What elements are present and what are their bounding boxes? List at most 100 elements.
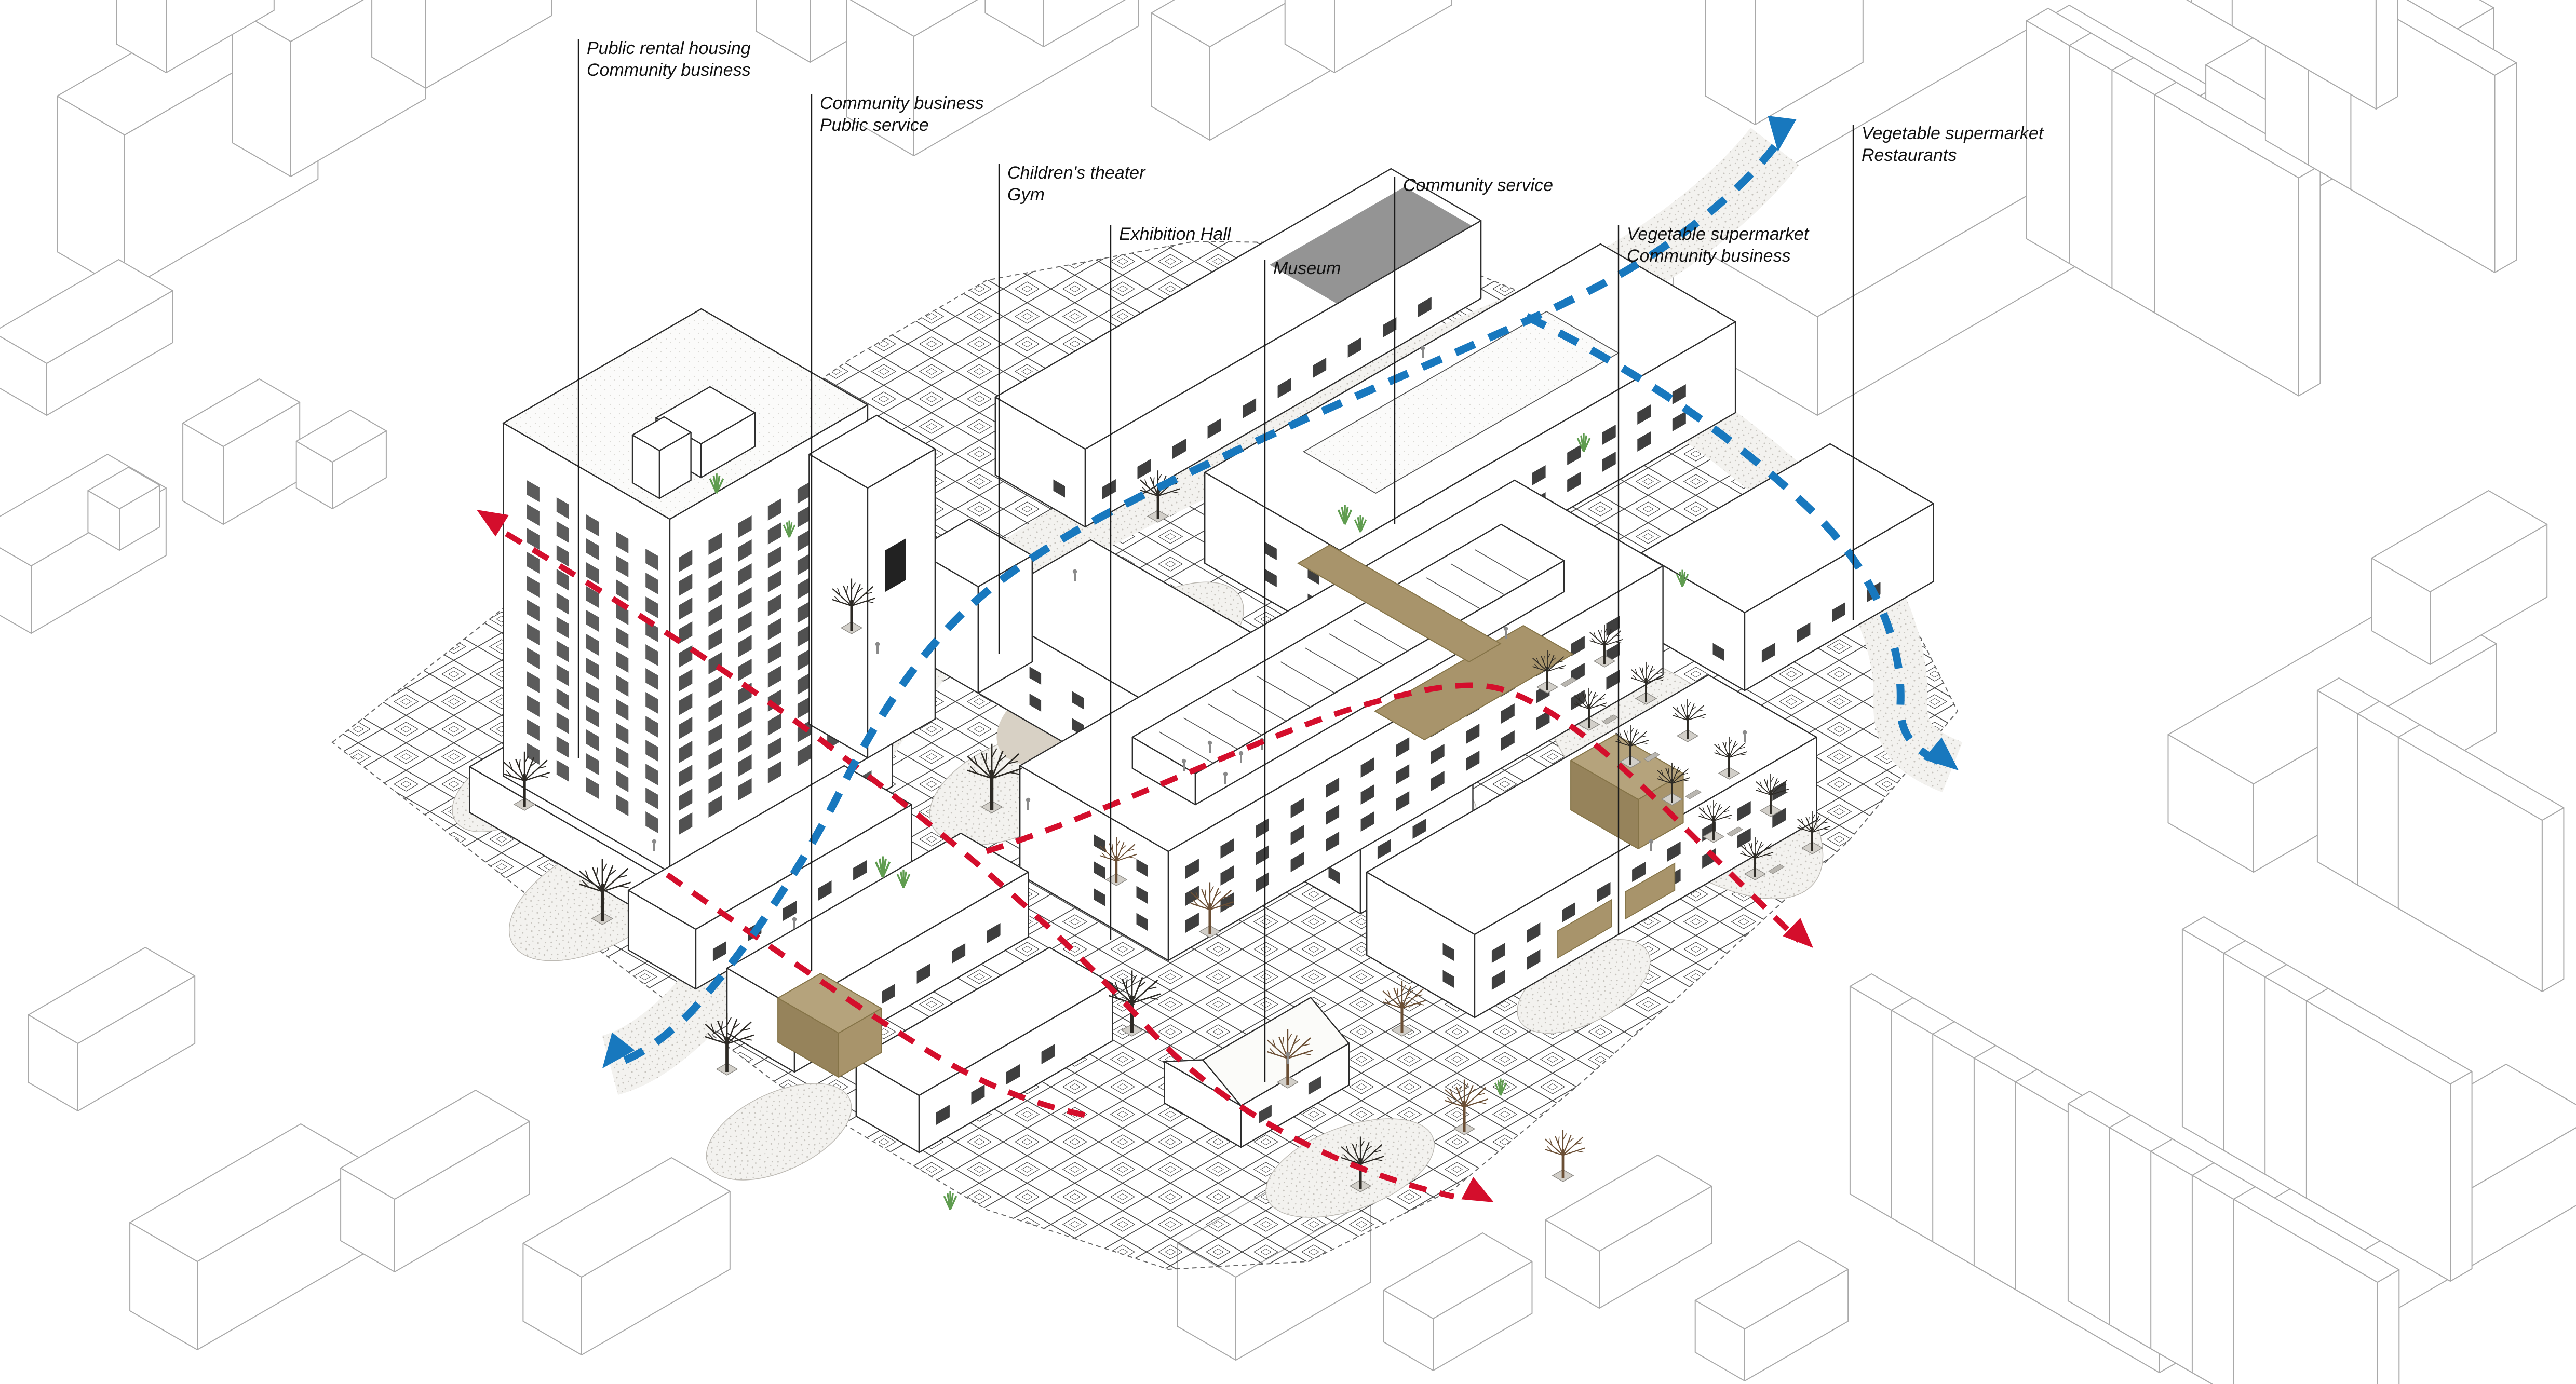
red-arrowhead bbox=[1461, 1177, 1494, 1202]
bare-tree bbox=[1740, 837, 1774, 877]
label-community-service: Community service bbox=[1394, 175, 1553, 524]
label-exhibition-hall: Exhibition Hall bbox=[1110, 224, 1232, 940]
lawn bbox=[706, 1083, 852, 1181]
bench bbox=[1768, 864, 1785, 874]
bare-tree bbox=[1589, 624, 1623, 664]
context-building bbox=[340, 1090, 530, 1272]
context-building bbox=[2371, 490, 2548, 665]
context-building bbox=[87, 467, 160, 551]
tower-wing bbox=[808, 414, 936, 759]
bare-tree bbox=[1099, 837, 1137, 883]
person bbox=[1026, 797, 1031, 810]
flow-routes bbox=[477, 116, 1959, 1202]
label-text: Community business bbox=[820, 93, 984, 113]
label-text: Gym bbox=[1007, 185, 1045, 205]
brown-canopy bbox=[1557, 899, 1612, 959]
person bbox=[1649, 839, 1654, 851]
person bbox=[652, 839, 657, 851]
person bbox=[1072, 569, 1077, 581]
person bbox=[1742, 730, 1747, 742]
blue-arrowhead bbox=[1923, 737, 1959, 770]
blue-dashed-route bbox=[609, 144, 1778, 1069]
bare-tree bbox=[503, 751, 550, 807]
context-slab-tower bbox=[2231, 0, 2398, 110]
bare-tree bbox=[1445, 1079, 1488, 1132]
bench bbox=[1727, 826, 1743, 837]
bare-tree bbox=[1108, 970, 1161, 1033]
context-building bbox=[129, 1123, 369, 1350]
context-building bbox=[846, 0, 1139, 156]
person bbox=[1285, 1052, 1290, 1064]
bare-tree bbox=[1714, 736, 1748, 777]
label-text: Community business bbox=[587, 60, 751, 80]
bare-tree bbox=[1139, 470, 1180, 519]
bare-tree bbox=[967, 743, 1022, 810]
plant bbox=[896, 869, 911, 888]
bare-tree bbox=[1631, 661, 1665, 702]
bench bbox=[1643, 752, 1660, 762]
sw-cluster bbox=[627, 765, 1113, 1154]
context-slab-tower bbox=[2397, 724, 2565, 992]
label-text: Vegetable supermarket bbox=[1627, 224, 1810, 244]
label-text: Public rental housing bbox=[587, 38, 751, 58]
restaurants-bar-building bbox=[1640, 443, 1934, 691]
plant bbox=[1576, 433, 1591, 452]
site-buildings bbox=[469, 168, 1934, 1154]
plant bbox=[943, 1191, 957, 1210]
context-building bbox=[1694, 1240, 1849, 1381]
context-building bbox=[1284, 0, 1452, 73]
blue-arrowhead bbox=[1768, 116, 1797, 152]
trees-and-people bbox=[503, 346, 1831, 1210]
context-building bbox=[182, 378, 301, 525]
person bbox=[1207, 740, 1212, 753]
person bbox=[1223, 771, 1228, 784]
label-text: Vegetable supermarket bbox=[1862, 124, 2044, 143]
blue-dashed-route bbox=[1525, 313, 1954, 771]
bare-tree bbox=[1532, 650, 1566, 690]
red-dashed-route-branch bbox=[986, 682, 1801, 943]
label-text: Restaurants bbox=[1862, 145, 1957, 165]
bench bbox=[1685, 789, 1702, 799]
context-slab-tower bbox=[2154, 82, 2321, 397]
building-mass bbox=[627, 765, 912, 990]
bare-tree bbox=[1797, 811, 1831, 851]
plant bbox=[1676, 569, 1689, 587]
context-slab-tower bbox=[2233, 1186, 2400, 1384]
plant bbox=[1354, 515, 1367, 533]
context-building bbox=[1383, 1232, 1533, 1371]
red-arrowhead bbox=[477, 510, 509, 537]
person bbox=[1503, 626, 1508, 639]
bare-tree bbox=[705, 1013, 754, 1072]
context-building bbox=[1545, 1155, 1712, 1309]
context-building bbox=[116, 0, 275, 73]
museum-pavilion bbox=[1162, 996, 1350, 1149]
person bbox=[1238, 751, 1244, 763]
bare-tree bbox=[832, 578, 875, 631]
brown-canopy bbox=[1625, 862, 1676, 920]
bare-tree bbox=[1574, 687, 1608, 728]
bare-tree bbox=[1544, 1130, 1585, 1178]
tower-sign bbox=[885, 538, 906, 592]
label-museum: Museum bbox=[1264, 259, 1341, 1082]
plant bbox=[1494, 1078, 1507, 1096]
covered-walkway bbox=[1297, 544, 1502, 663]
person bbox=[1420, 346, 1425, 358]
roof-core bbox=[631, 416, 692, 499]
label-text: Community business bbox=[1627, 246, 1791, 266]
plant bbox=[874, 856, 891, 878]
bare-tree bbox=[1673, 699, 1706, 739]
bare-tree bbox=[1190, 882, 1234, 934]
brown-gateway bbox=[777, 973, 882, 1078]
label-text: Public service bbox=[820, 115, 929, 135]
context-slab-tower bbox=[2350, 0, 2517, 273]
context-building bbox=[522, 1157, 731, 1355]
context-building bbox=[28, 947, 196, 1111]
